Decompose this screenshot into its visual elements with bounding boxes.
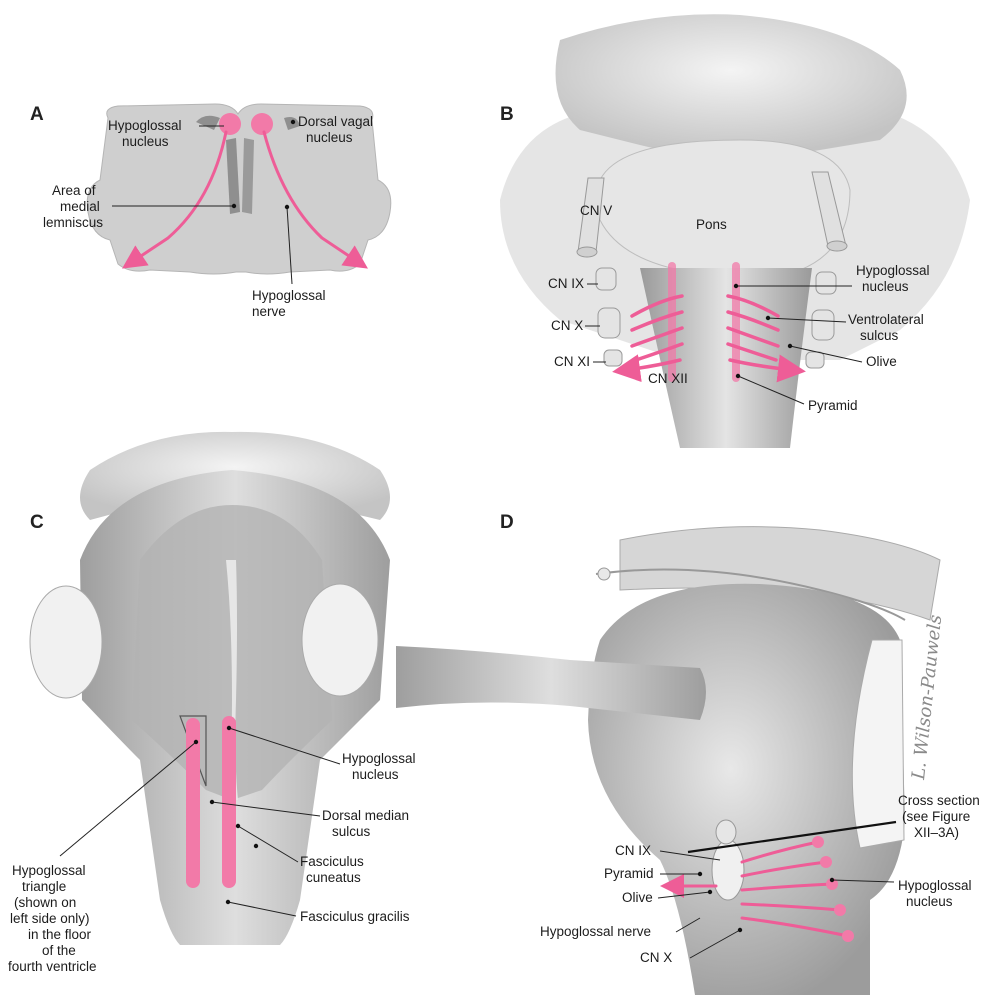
cerebrum-b (556, 14, 907, 155)
peduncle-cut-right (302, 584, 378, 696)
panel-c-letter: C (30, 512, 44, 533)
label-medial-lemniscus: Area of medial lemniscus (43, 183, 104, 230)
label-pyramid-b: Pyramid (808, 398, 858, 413)
label-cn-v: CN V (580, 203, 612, 218)
olive-d (712, 840, 744, 900)
hypoglossal-nucleus-left (219, 113, 241, 135)
panel-c: C Hypoglossal triangle (shown on left si… (8, 432, 419, 974)
label-hypoglossal-nucleus-d: Hypoglossal nucleus (898, 878, 975, 909)
label-dorsal-median-sulcus: Dorsal median sulcus (322, 808, 413, 839)
label-cn-x-d: CN X (640, 950, 672, 965)
label-cross-section: Cross section (see Figure XII–3A) (898, 793, 984, 840)
label-fasciculus-cuneatus: Fasciculus cuneatus (300, 854, 368, 885)
label-fasciculus-gracilis: Fasciculus gracilis (300, 909, 410, 924)
label-cn-xii: CN XII (648, 371, 688, 386)
label-hypoglossal-triangle: Hypoglossal triangle (shown on left side… (8, 863, 97, 974)
panel-a: A Hypoglossal nucleus Dorsal vagal nucle… (30, 104, 391, 319)
panel-b-letter: B (500, 104, 514, 125)
panel-d-letter: D (500, 512, 514, 533)
label-cn-ix-b: CN IX (548, 276, 584, 291)
hypoglossal-nucleus-right (251, 113, 273, 135)
label-olive-b: Olive (866, 354, 897, 369)
label-cn-x-b: CN X (551, 318, 583, 333)
hypoglossal-nucleus-b-right (732, 262, 740, 382)
label-hypoglossal-nerve-a: Hypoglossal nerve (252, 288, 329, 319)
label-olive-d: Olive (622, 890, 653, 905)
label-cn-xi: CN XI (554, 354, 590, 369)
artist-signature: L. Wilson-Pauwels (908, 614, 946, 782)
median-raphe-right (242, 138, 254, 214)
medulla-b (640, 268, 812, 448)
label-cn-ix-d: CN IX (615, 843, 651, 858)
label-hypoglossal-nucleus-c: Hypoglossal nucleus (342, 751, 419, 782)
panel-a-letter: A (30, 104, 44, 125)
label-pyramid-d: Pyramid (604, 866, 654, 881)
hypoglossal-nucleus-c-left (186, 718, 200, 888)
label-pons: Pons (696, 217, 727, 232)
pons (600, 140, 850, 272)
label-ventrolateral-sulcus: Ventrolateral sulcus (848, 312, 928, 343)
peduncle-cut-left (30, 586, 102, 698)
panel-d: D L. Wilson-Pauwels (396, 512, 984, 995)
panel-b: B (500, 14, 970, 448)
label-hypoglossal-nerve-d: Hypoglossal nerve (540, 924, 651, 939)
hypoglossal-nucleus-c-right (222, 716, 236, 888)
nerve-stump-d (598, 568, 610, 580)
cn-ix-root-d (716, 820, 736, 844)
